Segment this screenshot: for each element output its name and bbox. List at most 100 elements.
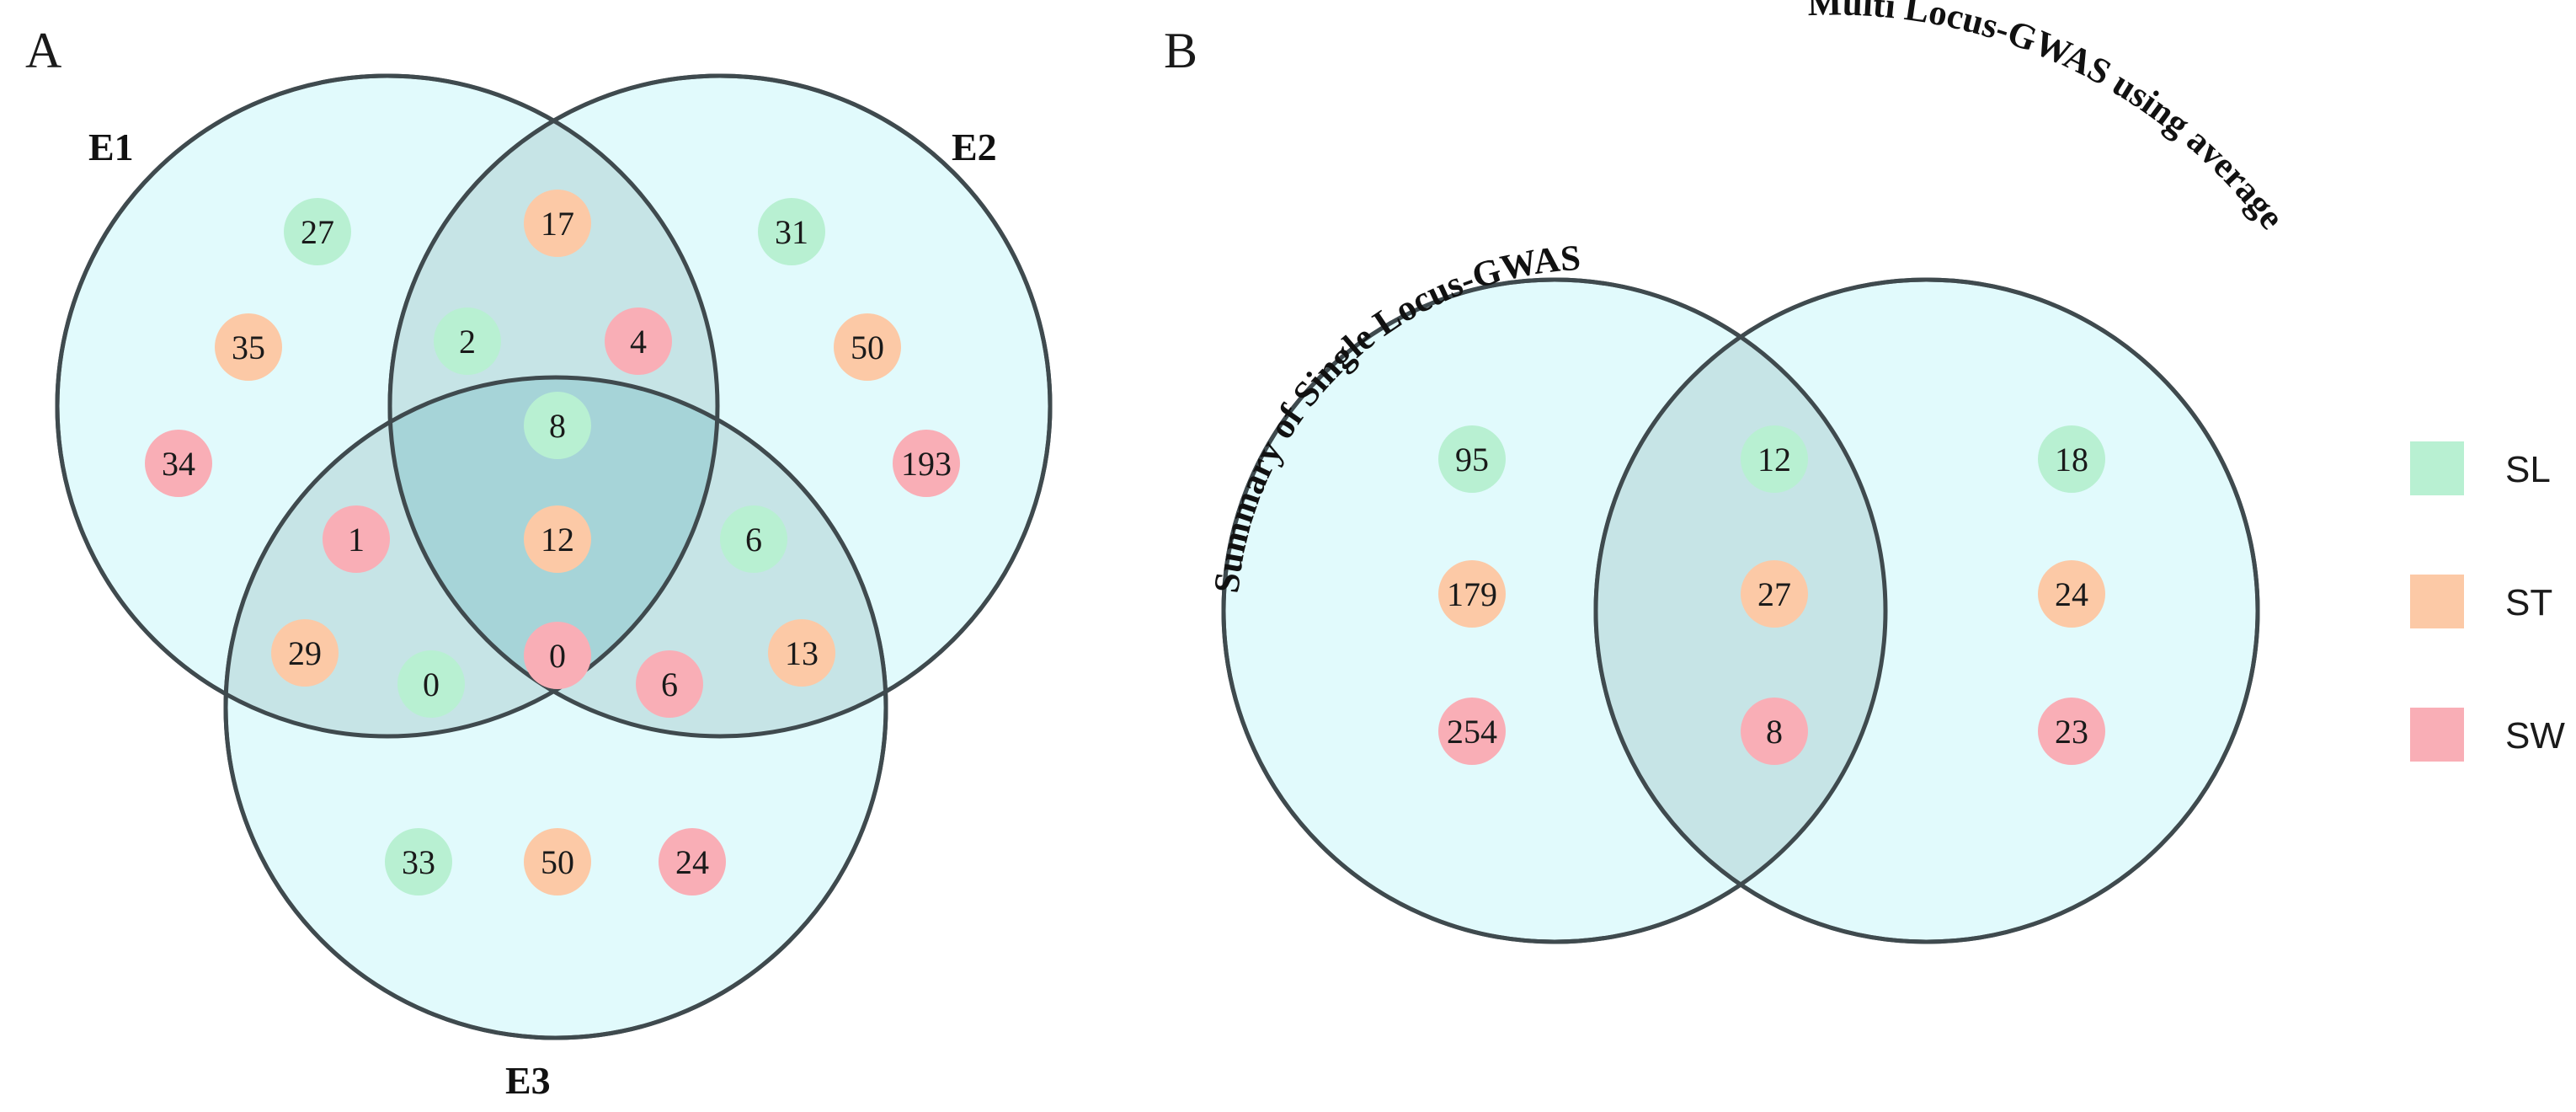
marker-dot [1741,425,1808,493]
marker-st-e1-only: 35 [215,313,282,381]
marker-sw-e3-only: 24 [659,828,726,895]
marker-value: 0 [423,666,440,703]
panel-b-markers: 95 179 254 12 27 8 18 24 23 [1438,425,2105,765]
marker-value: 8 [549,407,566,445]
marker-value: 254 [1447,713,1497,751]
marker-dot [145,430,212,497]
legend-swatch [2410,441,2464,495]
marker-sw-left-only: 254 [1438,698,1506,765]
legend-item-sl: SL [2410,441,2551,495]
marker-sw-overlap: 8 [1741,698,1808,765]
marker-st-e2-only: 50 [834,313,901,381]
marker-dot [524,828,591,895]
marker-dot [524,392,591,459]
panel-b: B Summary of Single Locus-GWAS Multi Loc… [1164,0,2291,944]
marker-dot [1438,425,1506,493]
marker-value: 34 [162,445,195,483]
set-label-multi-locus: Multi Locus-GWAS using average [1807,0,2291,237]
outline-multi-locus [1593,277,2260,944]
marker-dot [1741,560,1808,628]
marker-sl-e1-e2-e3: 8 [524,392,591,459]
marker-dot [893,430,960,497]
marker-value: 24 [675,843,709,881]
marker-value: 27 [1757,575,1791,613]
marker-value: 0 [549,637,566,675]
marker-value: 193 [901,445,952,483]
marker-sl-e1-e3: 0 [397,650,465,718]
marker-dot [2038,698,2105,765]
set-label-e2: E2 [952,126,997,168]
marker-dot [524,622,591,689]
marker-st-overlap: 27 [1741,560,1808,628]
marker-value: 50 [541,843,574,881]
marker-dot [271,619,339,687]
marker-value: 13 [785,634,819,672]
marker-value: 8 [1766,713,1783,751]
legend-swatch [2410,575,2464,628]
marker-dot [768,619,835,687]
marker-dot [434,307,501,375]
marker-value: 33 [402,843,435,881]
marker-value: 6 [745,521,762,559]
marker-value: 50 [851,329,884,366]
marker-st-e1-e2: 17 [524,190,591,257]
marker-value: 12 [541,521,574,559]
marker-value: 27 [301,213,334,251]
panel-a-label: A [25,23,61,78]
marker-sw-e2-only: 193 [893,430,960,497]
marker-value: 35 [232,329,265,366]
marker-value: 179 [1447,575,1497,613]
marker-dot [636,650,703,718]
marker-dot [397,650,465,718]
marker-st-left-only: 179 [1438,560,1506,628]
marker-sw-e1-e2-e3: 0 [524,622,591,689]
marker-value: 2 [459,323,476,361]
panel-b-label: B [1164,23,1197,78]
marker-dot [720,505,787,573]
marker-value: 6 [661,666,678,703]
marker-dot [1438,560,1506,628]
outline-single-locus [1221,277,1888,944]
marker-value: 1 [348,521,365,559]
marker-st-e1-e3: 29 [271,619,339,687]
marker-sl-e1-e2: 2 [434,307,501,375]
marker-value: 31 [775,213,808,251]
marker-dot [758,198,825,265]
legend-label: SL [2505,449,2551,490]
marker-dot [524,505,591,573]
marker-dot [605,307,672,375]
outline-e2 [387,73,1053,739]
marker-value: 18 [2055,441,2088,478]
marker-sl-e2-e3: 6 [720,505,787,573]
legend-item-st: ST [2410,575,2552,628]
marker-value: 12 [1757,441,1791,478]
marker-dot [1741,698,1808,765]
marker-st-e3-only: 50 [524,828,591,895]
marker-st-e1-e2-e3: 12 [524,505,591,573]
legend-item-sw: SW [2410,708,2565,762]
marker-value: 29 [288,634,322,672]
marker-value: 23 [2055,713,2088,751]
legend-label: ST [2505,582,2552,623]
marker-dot [834,313,901,381]
marker-sw-right-only: 23 [2038,698,2105,765]
marker-sw-e1-e3: 1 [323,505,390,573]
outline-e1 [55,73,720,739]
marker-sl-e1-only: 27 [284,198,351,265]
marker-dot [284,198,351,265]
outline-e3 [223,375,888,1040]
marker-st-e2-e3: 13 [768,619,835,687]
marker-value: 4 [630,323,647,361]
marker-sl-overlap: 12 [1741,425,1808,493]
marker-sw-e2-e3: 6 [636,650,703,718]
marker-sl-left-only: 95 [1438,425,1506,493]
marker-value: 24 [2055,575,2088,613]
marker-sw-e1-e2: 4 [605,307,672,375]
marker-value: 95 [1455,441,1489,478]
marker-dot [659,828,726,895]
marker-dot [215,313,282,381]
legend-label: SW [2505,715,2565,756]
